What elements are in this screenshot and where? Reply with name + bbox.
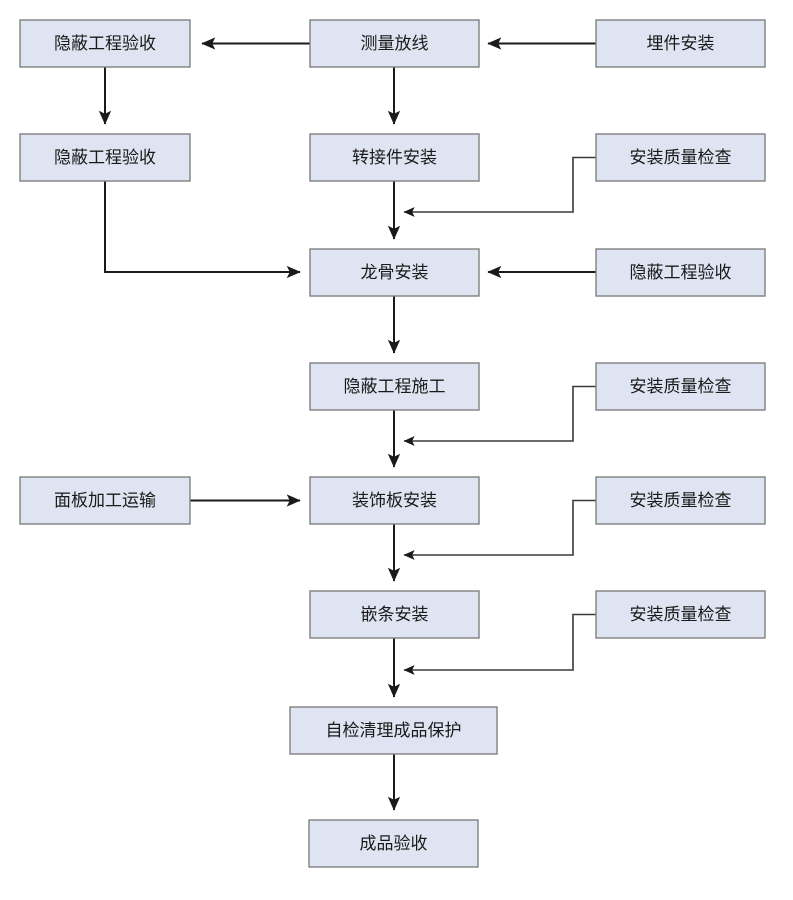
- node-install-quality-check-4[interactable]: 安装质量检查: [595, 590, 766, 639]
- node-label: 成品验收: [360, 834, 428, 853]
- node-label: 埋件安装: [647, 34, 715, 53]
- node-box[interactable]: [309, 133, 480, 182]
- node-box[interactable]: [19, 133, 191, 182]
- node-decorative-panel-install[interactable]: 装饰板安装: [309, 476, 480, 525]
- node-self-check-cleanup-protection[interactable]: 自检清理成品保护: [289, 706, 498, 755]
- node-hidden-work-acceptance-1[interactable]: 隐蔽工程验收: [19, 19, 191, 68]
- node-box[interactable]: [309, 590, 480, 639]
- node-box[interactable]: [308, 819, 479, 868]
- node-box[interactable]: [309, 362, 480, 411]
- node-box[interactable]: [289, 706, 498, 755]
- node-final-product-acceptance[interactable]: 成品验收: [308, 819, 479, 868]
- edge-n6-feedback: [403, 156, 596, 217]
- node-box[interactable]: [595, 248, 766, 297]
- node-label: 安装质量检查: [630, 605, 732, 624]
- node-label: 隐蔽工程验收: [54, 34, 156, 53]
- edge-layer: [98, 37, 596, 811]
- node-install-quality-check-2[interactable]: 安装质量检查: [595, 362, 766, 411]
- node-inlay-strip-install[interactable]: 嵌条安装: [309, 590, 480, 639]
- node-label: 龙骨安装: [361, 263, 429, 282]
- node-layer: 隐蔽工程验收 测量放线 埋件安装 隐蔽工程验收 转接件安装 安装质量检查 龙骨安…: [19, 19, 766, 868]
- node-box[interactable]: [309, 19, 480, 68]
- node-box[interactable]: [19, 476, 191, 525]
- node-hidden-work-acceptance-3[interactable]: 隐蔽工程验收: [595, 248, 766, 297]
- node-embedded-part-install[interactable]: 埋件安装: [595, 19, 766, 68]
- edge-n4-n7: [104, 181, 301, 279]
- node-box[interactable]: [19, 19, 191, 68]
- node-box[interactable]: [309, 476, 480, 525]
- edge-n15-feedback: [403, 613, 596, 675]
- edge-n10-feedback: [403, 385, 596, 446]
- node-label: 面板加工运输: [54, 491, 156, 510]
- node-hidden-work-construction[interactable]: 隐蔽工程施工: [309, 362, 480, 411]
- node-install-quality-check-3[interactable]: 安装质量检查: [595, 476, 766, 525]
- node-label: 装饰板安装: [352, 491, 437, 510]
- node-label: 隐蔽工程验收: [54, 148, 156, 167]
- node-label: 自检清理成品保护: [326, 721, 462, 740]
- node-label: 嵌条安装: [361, 605, 429, 624]
- node-box[interactable]: [595, 590, 766, 639]
- node-label: 转接件安装: [352, 148, 437, 167]
- node-adapter-install[interactable]: 转接件安装: [309, 133, 480, 182]
- node-box[interactable]: [595, 476, 766, 525]
- node-box[interactable]: [595, 19, 766, 68]
- node-label: 隐蔽工程验收: [630, 263, 732, 282]
- node-label: 安装质量检查: [630, 491, 732, 510]
- node-hidden-work-acceptance-2[interactable]: 隐蔽工程验收: [19, 133, 191, 182]
- node-survey-layout[interactable]: 测量放线: [309, 19, 480, 68]
- node-label: 安装质量检查: [630, 377, 732, 396]
- node-install-quality-check-1[interactable]: 安装质量检查: [595, 133, 766, 182]
- edge-n13-feedback: [403, 499, 596, 560]
- node-label: 测量放线: [361, 34, 429, 53]
- node-panel-fabrication-transport[interactable]: 面板加工运输: [19, 476, 191, 525]
- node-box[interactable]: [309, 248, 480, 297]
- node-box[interactable]: [595, 133, 766, 182]
- node-keel-install[interactable]: 龙骨安装: [309, 248, 480, 297]
- node-label: 安装质量检查: [630, 148, 732, 167]
- node-label: 隐蔽工程施工: [344, 377, 446, 396]
- node-box[interactable]: [595, 362, 766, 411]
